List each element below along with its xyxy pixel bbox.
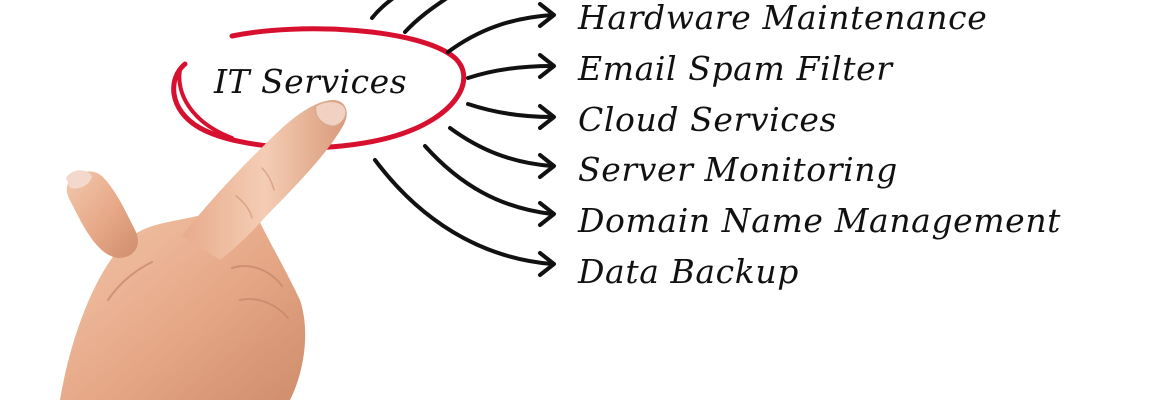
service-item-email-spam-filter: Email Spam Filter (578, 49, 893, 88)
service-item-cloud-services: Cloud Services (578, 100, 837, 139)
service-item-data-backup: Data Backup (578, 252, 799, 291)
service-item-hardware-maintenance: Hardware Maintenance (578, 0, 988, 37)
arrowhead-domain-name-management (538, 201, 556, 227)
finger-crease (235, 167, 275, 219)
arrow-partial-1 (370, 0, 395, 20)
arrow-cloud-services (466, 102, 554, 119)
arrowhead-data-backup (538, 251, 556, 277)
index-finger (182, 100, 347, 260)
thumb (66, 171, 138, 258)
red-circle-overlap (177, 68, 234, 140)
arrow-data-backup (373, 158, 554, 266)
arrowhead-cloud-services (538, 104, 556, 130)
arrow-partial-2 (403, 0, 448, 34)
arrow-email-spam-filter (466, 64, 554, 80)
arrow-server-monitoring (448, 126, 554, 168)
knuckle-shading (107, 261, 289, 319)
arrowhead-hardware-maintenance (538, 2, 556, 28)
pointing-hand (60, 100, 347, 400)
arrow-hardware-maintenance (446, 13, 554, 54)
service-item-domain-name-management: Domain Name Management (578, 201, 1062, 240)
center-label-it-services: IT Services (214, 62, 408, 101)
fingernail (315, 101, 347, 127)
arrowhead-server-monitoring (538, 153, 556, 179)
red-circle-outline (171, 26, 467, 151)
connector-arrows (370, 0, 556, 277)
arrow-domain-name-management (423, 144, 554, 216)
arrowhead-email-spam-filter (538, 53, 556, 79)
service-item-server-monitoring: Server Monitoring (578, 150, 898, 189)
thumbnail (66, 170, 92, 189)
